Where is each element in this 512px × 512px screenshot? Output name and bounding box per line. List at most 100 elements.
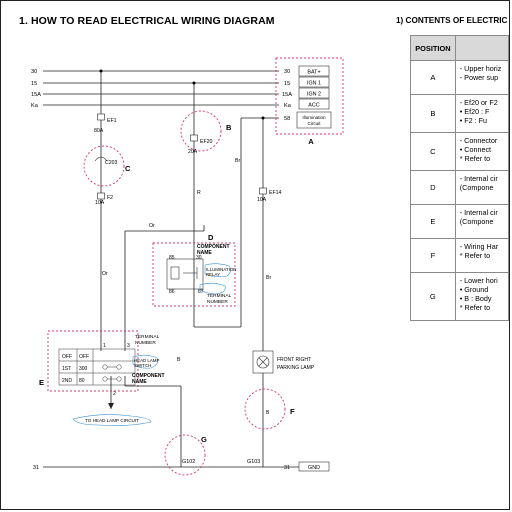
rail-term-30: 30 [284, 69, 290, 75]
position-label-c: C [125, 164, 131, 173]
table-cell-description: - Internal cir (Compone [454, 170, 509, 205]
contents-table: POSITION A - Upper horiz - Power sup B -… [410, 35, 509, 321]
switch-terminal-line2: NUMBER [135, 340, 156, 346]
table-cell-position: D [410, 170, 456, 205]
row-e-line1: - Internal cir [459, 208, 498, 217]
rail-term-15: 15 [284, 81, 290, 87]
table-cell-position: G [410, 272, 456, 321]
fuse-ef20-name: EF20 [200, 139, 213, 145]
row-c-line1: - Connector [459, 136, 498, 145]
rail-label-15a: 15A [31, 92, 41, 98]
row-g-line1: - Lower hori [459, 276, 498, 285]
position-label-g: G [201, 435, 207, 444]
fuse-ef20-rating: 20A [188, 149, 198, 155]
table-cell-position: F [410, 238, 456, 273]
switch-terminal-line1: TERMINAL [135, 334, 160, 340]
gnd-box-label: GND [308, 465, 320, 471]
wire-color-br-top: Br [235, 158, 240, 164]
rail-term-ka: Ka [284, 103, 292, 109]
page-title: 1. HOW TO READ ELECTRICAL WIRING DIAGRAM [19, 15, 275, 27]
switch-term-2: 2 [113, 391, 116, 397]
power-box-ign2: IGN 2 [307, 92, 321, 98]
position-label-f: F [290, 407, 295, 416]
fuse-f2-name: F2 [107, 195, 113, 201]
rail-label-30: 30 [31, 69, 37, 75]
switch-name-line2: SWITCH [134, 363, 151, 368]
table-row: C - Connector • Connect * Refer to [410, 132, 509, 171]
table-cell-description: - Wiring Har * Refer to [454, 238, 509, 273]
position-c-outline [83, 145, 125, 187]
power-box-acc: ACC [308, 103, 319, 109]
relay-name-line2: RELAY [206, 272, 220, 277]
switch-row3-col1: 2ND [62, 378, 72, 384]
relay-terminal-line1: TERMINAL [207, 293, 232, 299]
ground-g103: G103 [247, 459, 260, 465]
row-b-line3: • F2 : Fu [459, 116, 488, 125]
switch-row3-col2: 80 [79, 378, 85, 384]
table-header-row: POSITION [410, 35, 509, 61]
gnd-box [298, 461, 330, 472]
section-title: 1) CONTENTS OF ELECTRIC [396, 16, 508, 25]
wire-color-br-right: Br [266, 275, 271, 281]
row-d-line1: - Internal cir [459, 174, 498, 183]
relay-name-line1: ILLUMINATION [206, 267, 236, 272]
wire-color-or-top: Or [149, 223, 155, 229]
power-box-bat: BAT+ [307, 70, 320, 76]
wire-color-r: R [197, 190, 201, 196]
position-e-outline [47, 330, 139, 392]
position-d-outline [152, 242, 236, 307]
wire-color-b: B [177, 357, 181, 363]
ground-rail-terminal: 31 [284, 465, 290, 471]
row-g-line2: • Ground [459, 285, 489, 294]
to-head-lamp-label: TO HEAD LAMP CIRCUIT [85, 418, 139, 423]
illum-box-line1: Illumination [302, 115, 326, 120]
row-g-line4: * Refer to [459, 303, 491, 312]
illum-box-line2: Circuit [307, 121, 321, 126]
ground-g102: G102 [182, 459, 195, 465]
fuse-ef1-rating: 80A [94, 128, 104, 134]
relay-pin-30: 30 [196, 255, 202, 261]
power-box-ign1: IGN 1 [307, 81, 321, 87]
table-cell-description: - Ef20 or F2 • Ef20 : F • F2 : Fu [454, 94, 509, 133]
switch-row1-col1: OFF [62, 354, 72, 360]
row-a-line1: - Upper horiz [459, 64, 502, 73]
row-e-line2: (Compone [459, 217, 494, 226]
wire-color-or-left: Or [102, 271, 108, 277]
position-b-outline [180, 110, 222, 152]
position-label-d: D [208, 233, 214, 242]
parking-lamp [252, 350, 274, 374]
switch-row2-col1: 1ST [62, 366, 71, 372]
table-header-position: POSITION [410, 35, 456, 61]
table-cell-position: B [410, 94, 456, 133]
row-a-line2: - Power sup [459, 73, 499, 82]
wire-color-b-f: B [266, 410, 270, 416]
table-row: D - Internal cir (Compone [410, 170, 509, 205]
position-label-b: B [226, 123, 232, 132]
fuse-ef1-name: EF1 [107, 118, 117, 124]
lamp-label-line2: PARKING LAMP [277, 365, 315, 371]
fuse-ef14-name: EF14 [269, 190, 282, 196]
table-row: G - Lower hori • Ground • B : Body * Ref… [410, 272, 509, 321]
table-row: A - Upper horiz - Power sup [410, 60, 509, 95]
table-cell-position: A [410, 60, 456, 95]
row-g-line3: • B : Body [459, 294, 492, 303]
relay-pin-87: 87 [198, 289, 204, 295]
fuse-ef14-rating: 10A [257, 197, 267, 203]
position-label-a: A [308, 137, 314, 146]
rail-label-15: 15 [31, 81, 37, 87]
row-f-line2: * Refer to [459, 251, 491, 260]
switch-term-1: 1 [103, 343, 106, 349]
lamp-label-line1: FRONT RIGHT [277, 357, 311, 363]
row-f-line1: - Wiring Har [459, 242, 499, 251]
fuse-f2-rating: 10A [95, 200, 105, 206]
switch-name-line1: HEAD LAMP [134, 358, 159, 363]
switch-term-3: 3 [127, 343, 130, 349]
table-cell-position: E [410, 204, 456, 239]
switch-row1-col2: OFF [79, 354, 89, 360]
row-b-line2: • Ef20 : F [459, 107, 490, 116]
ground-rail-label: 31 [33, 465, 39, 471]
relay-pin-85: 85 [169, 255, 175, 261]
position-a-outline [275, 57, 344, 135]
relay-component-line1: COMPONENT [197, 244, 230, 250]
